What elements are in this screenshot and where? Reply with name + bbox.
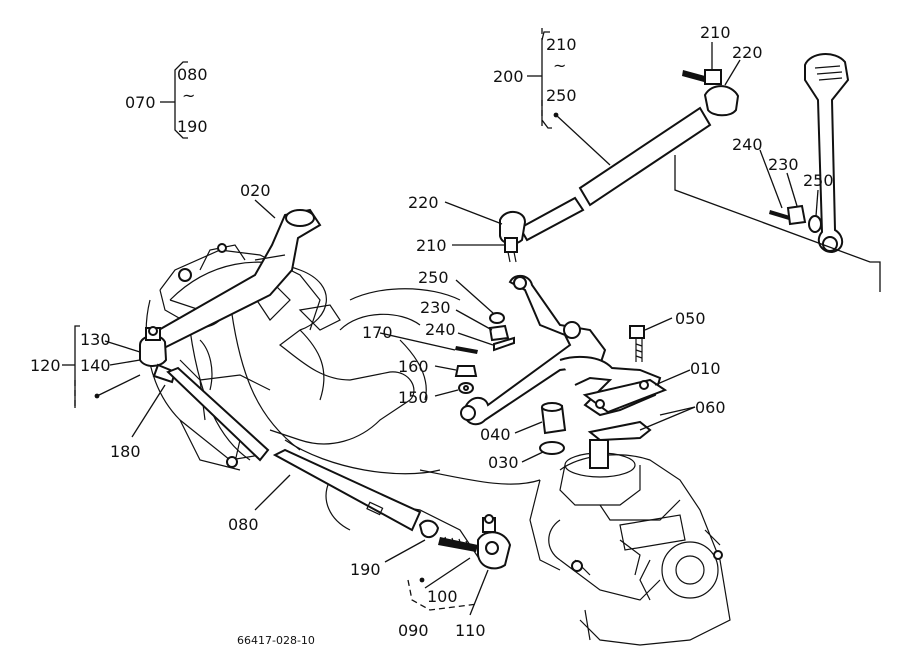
label-110: 110 [455,621,486,640]
label-010: 010 [690,359,721,378]
label-150: 150 [398,388,429,407]
knuckle-arm [460,274,607,426]
label-190: 190 [350,560,381,579]
label-130: 130 [80,330,111,349]
label-210-top: 210 [700,23,731,42]
label-090: 090 [398,621,429,640]
label-140: 140 [80,356,111,375]
label-120: 120 [30,356,61,375]
o-ring-030 [539,441,565,455]
label-210-center: 210 [416,236,447,255]
gearbox-housing [529,439,731,646]
pitman-arm-020 [148,208,322,352]
shim-060 [587,420,652,442]
label-070-range-to: 190 [177,117,208,136]
label-040: 040 [480,425,511,444]
label-100: 100 [427,587,458,606]
tie-rod-200 [499,69,740,263]
label-250-center: 250 [418,268,449,287]
label-250-right: 250 [803,171,834,190]
group-brackets [62,28,552,611]
label-170: 170 [362,323,393,342]
part-labels: 070 080 ~ 190 200 210 ~ 250 210 220 020 … [30,23,834,647]
label-200: 200 [493,67,524,86]
label-070-brace: ~ [182,86,195,105]
bushing-040 [540,402,567,435]
label-230-right: 230 [768,155,799,174]
label-160: 160 [398,357,429,376]
tie-rod-end-120 [139,326,177,384]
label-220-top: 220 [732,43,763,62]
label-200-range-from: 210 [546,35,577,54]
label-070-range-from: 080 [177,65,208,84]
bolt-050 [629,325,645,362]
leader-lines [94,42,819,616]
label-080: 080 [228,515,259,534]
label-230-center: 230 [420,298,451,317]
footer-code: 66417-028-10 [237,634,315,647]
label-240-right: 240 [732,135,763,154]
label-050: 050 [675,309,706,328]
label-200-brace: ~ [553,56,566,75]
label-070: 070 [125,93,156,112]
label-060: 060 [695,398,726,417]
group-frame-right [674,155,881,292]
right-knuckle-arm [769,53,850,254]
tie-rod-end-090 [438,514,512,570]
label-180: 180 [110,442,141,461]
label-200-range-to: 250 [546,86,577,105]
label-220-center: 220 [408,193,439,212]
steering-bracket-010 [559,355,668,417]
drag-link-080 [166,366,440,539]
center-hardware [454,312,515,394]
label-030: 030 [488,453,519,472]
label-240-center: 240 [425,320,456,339]
label-020: 020 [240,181,271,200]
